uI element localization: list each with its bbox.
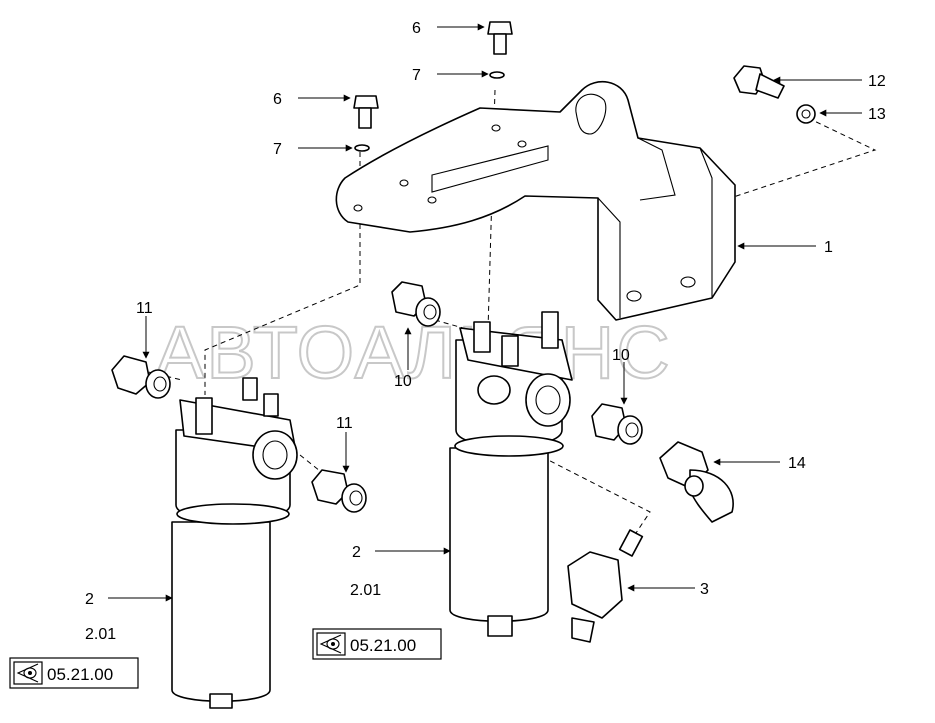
sensor-part-3 [567,529,644,643]
eye-arrow-icon [316,632,346,656]
callout-2-left: 2 [85,591,94,608]
eye-arrow-icon [13,661,43,685]
bolt-part-6-lower [353,95,379,129]
callout-10-top: 10 [394,373,412,390]
callout-10-right: 10 [612,347,630,364]
washer-part-7-upper [489,71,505,79]
fitting-part-11-middle [311,469,367,513]
fitting-part-11-left [111,355,171,399]
callout-11-left: 11 [136,300,153,317]
callout-1: 1 [824,239,833,256]
fitting-part-10-top [391,281,441,327]
callout-2-right: 2 [352,544,361,561]
watermark-text: АВТОАЛЬЯНС [155,311,672,394]
callout-11-middle: 11 [336,415,353,432]
callout-13: 13 [868,106,886,123]
callout-group: 6 7 6 7 12 13 1 11 11 10 10 14 3 2 2.01 … [85,20,886,643]
callout-14: 14 [788,455,806,472]
callout-7-upper: 7 [412,67,421,84]
callout-6-lower: 6 [273,91,282,108]
callout-6-upper: 6 [412,20,421,37]
bracket-part-1 [335,81,736,321]
filter-part-2-left [171,377,298,709]
callout-12: 12 [868,73,886,90]
washer-part-13 [796,104,816,124]
bolt-part-12 [733,65,785,99]
fitting-part-10-right [591,403,643,445]
filter-part-2-right [449,311,573,637]
bolt-part-6-upper [487,21,513,55]
reference-box-right[interactable]: 05.21.00 [312,628,442,660]
callout-7-lower: 7 [273,141,282,158]
reference-right-label: 05.21.00 [350,636,416,655]
elbow-fitting-part-14 [659,441,734,523]
callout-3: 3 [700,581,709,598]
reference-left-label: 05.21.00 [47,665,113,684]
callout-2-left-sub: 2.01 [85,626,116,643]
reference-box-left[interactable]: 05.21.00 [9,657,139,689]
washer-part-7-lower [354,144,370,152]
callout-2-right-sub: 2.01 [350,582,381,599]
